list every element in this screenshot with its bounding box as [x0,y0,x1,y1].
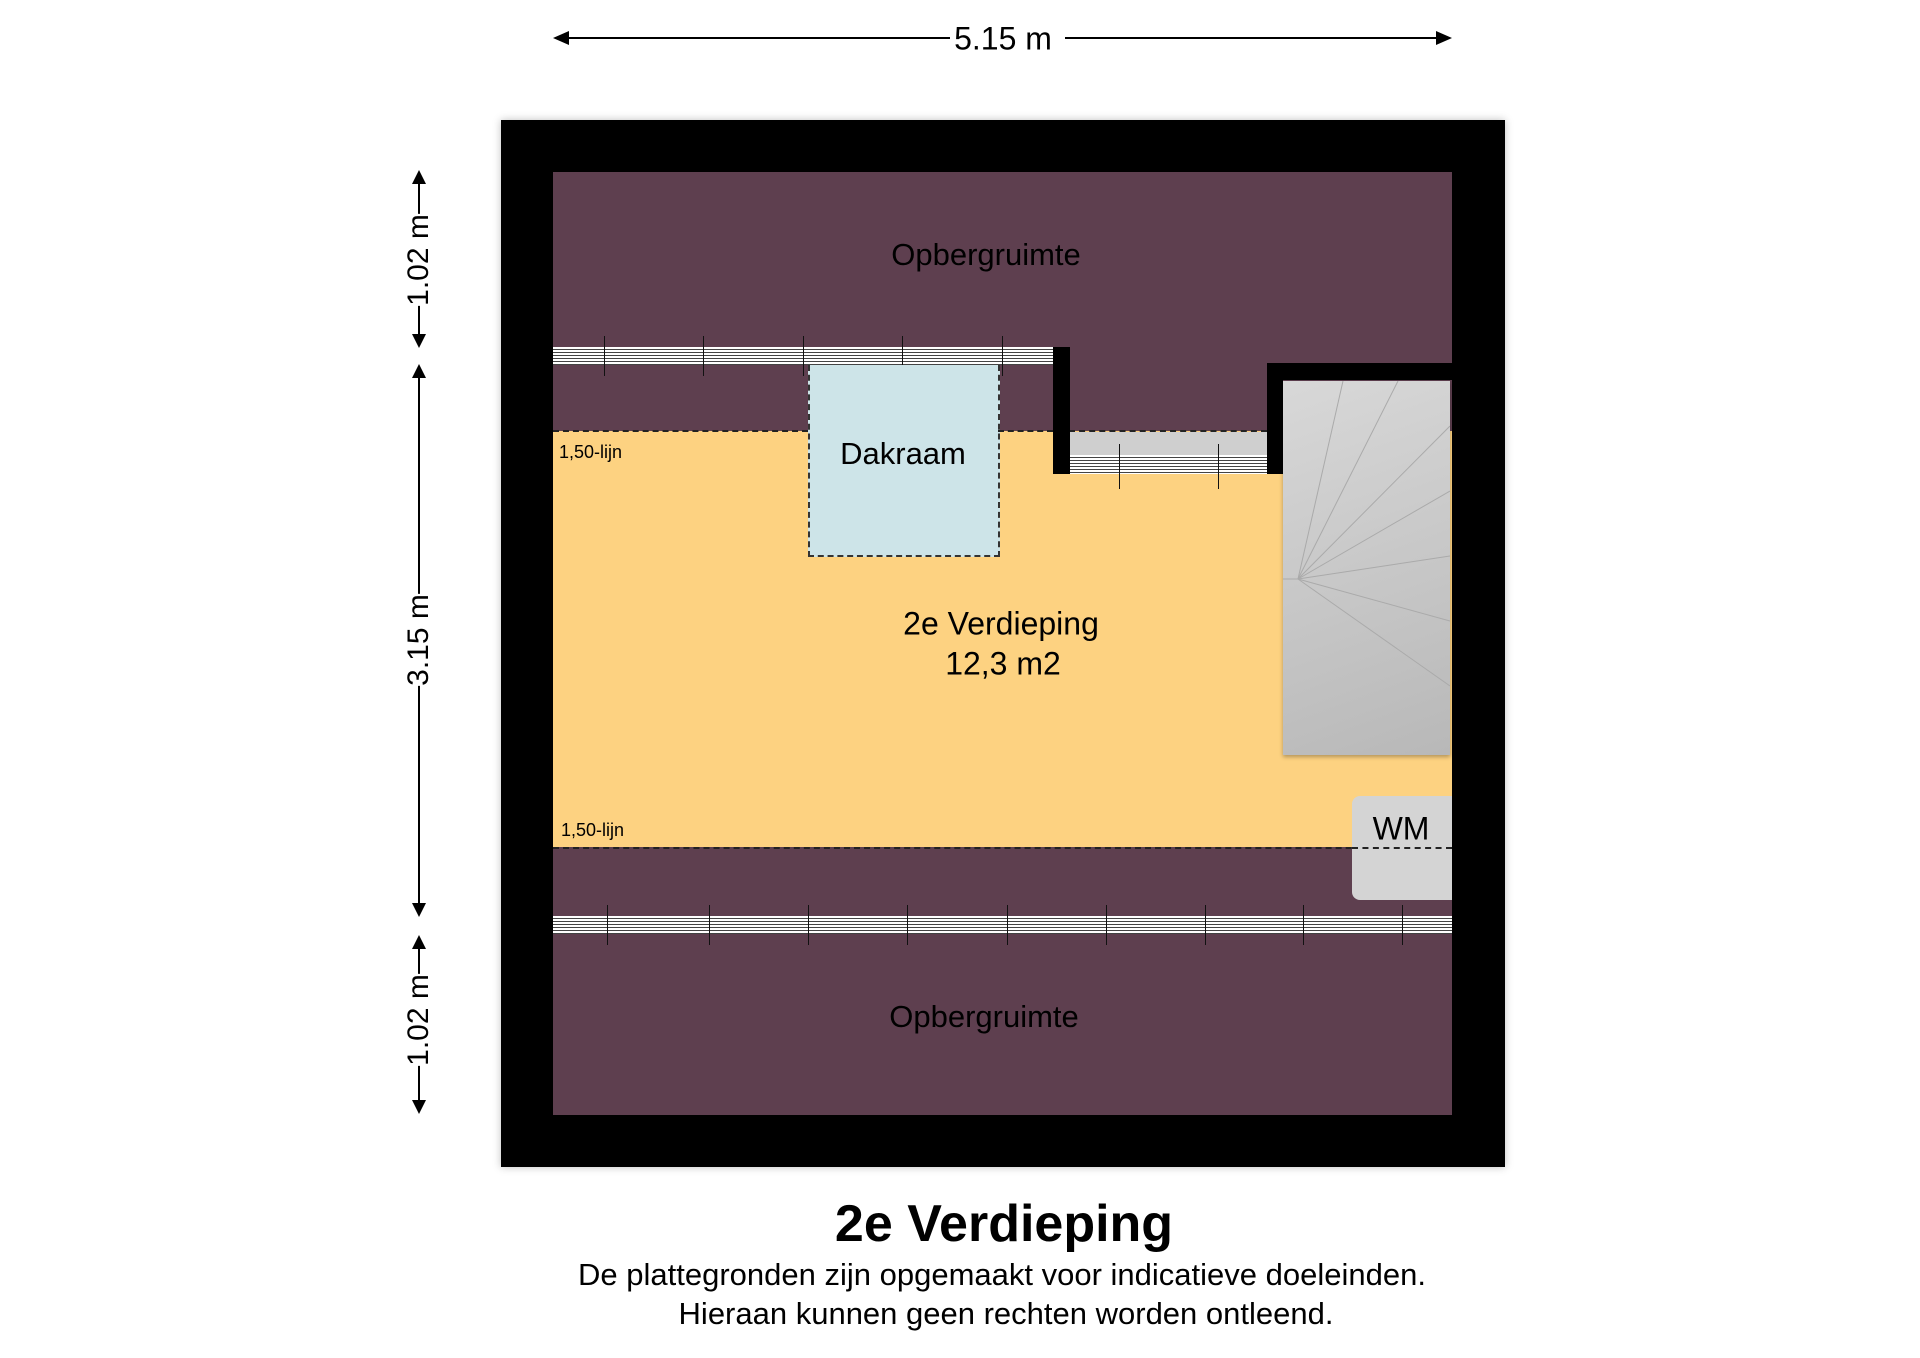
room-area: 12,3 m2 [945,645,1061,682]
arrow-left-icon [553,31,569,45]
arrow-right-icon [1436,31,1452,45]
roof-beam-alcove [1069,455,1267,474]
washing-machine-label: WM [1372,810,1430,847]
dim-middle-label: 3.15 m [396,594,442,686]
height-line-label-top: 1,50-lijn [559,442,623,462]
disclaimer-line-2: Hieraan kunnen geen rechten worden ontle… [678,1296,1334,1331]
floor-title: 2e Verdieping [834,1195,1174,1253]
dim-top-label: 1.02 m [398,214,440,306]
room-name: 2e Verdieping [903,605,1099,642]
width-label: 5.15 m [954,20,1052,57]
storage-top-label: Opbergruimte [891,237,1081,272]
staircase [1283,381,1450,755]
skylight-label: Dakraam [840,436,966,471]
wall-segment [1053,347,1070,474]
roof-beam-bottom [553,916,1452,934]
storage-bottom-label: Opbergruimte [889,999,1079,1034]
dim-bottom-label: 1.02 m [398,974,440,1066]
stair-wall [1267,363,1452,380]
skylight [808,365,1000,557]
disclaimer-line-1: De plattegronden zijn opgemaakt voor ind… [578,1257,1426,1292]
height-line-label-bottom: 1,50-lijn [561,820,625,840]
